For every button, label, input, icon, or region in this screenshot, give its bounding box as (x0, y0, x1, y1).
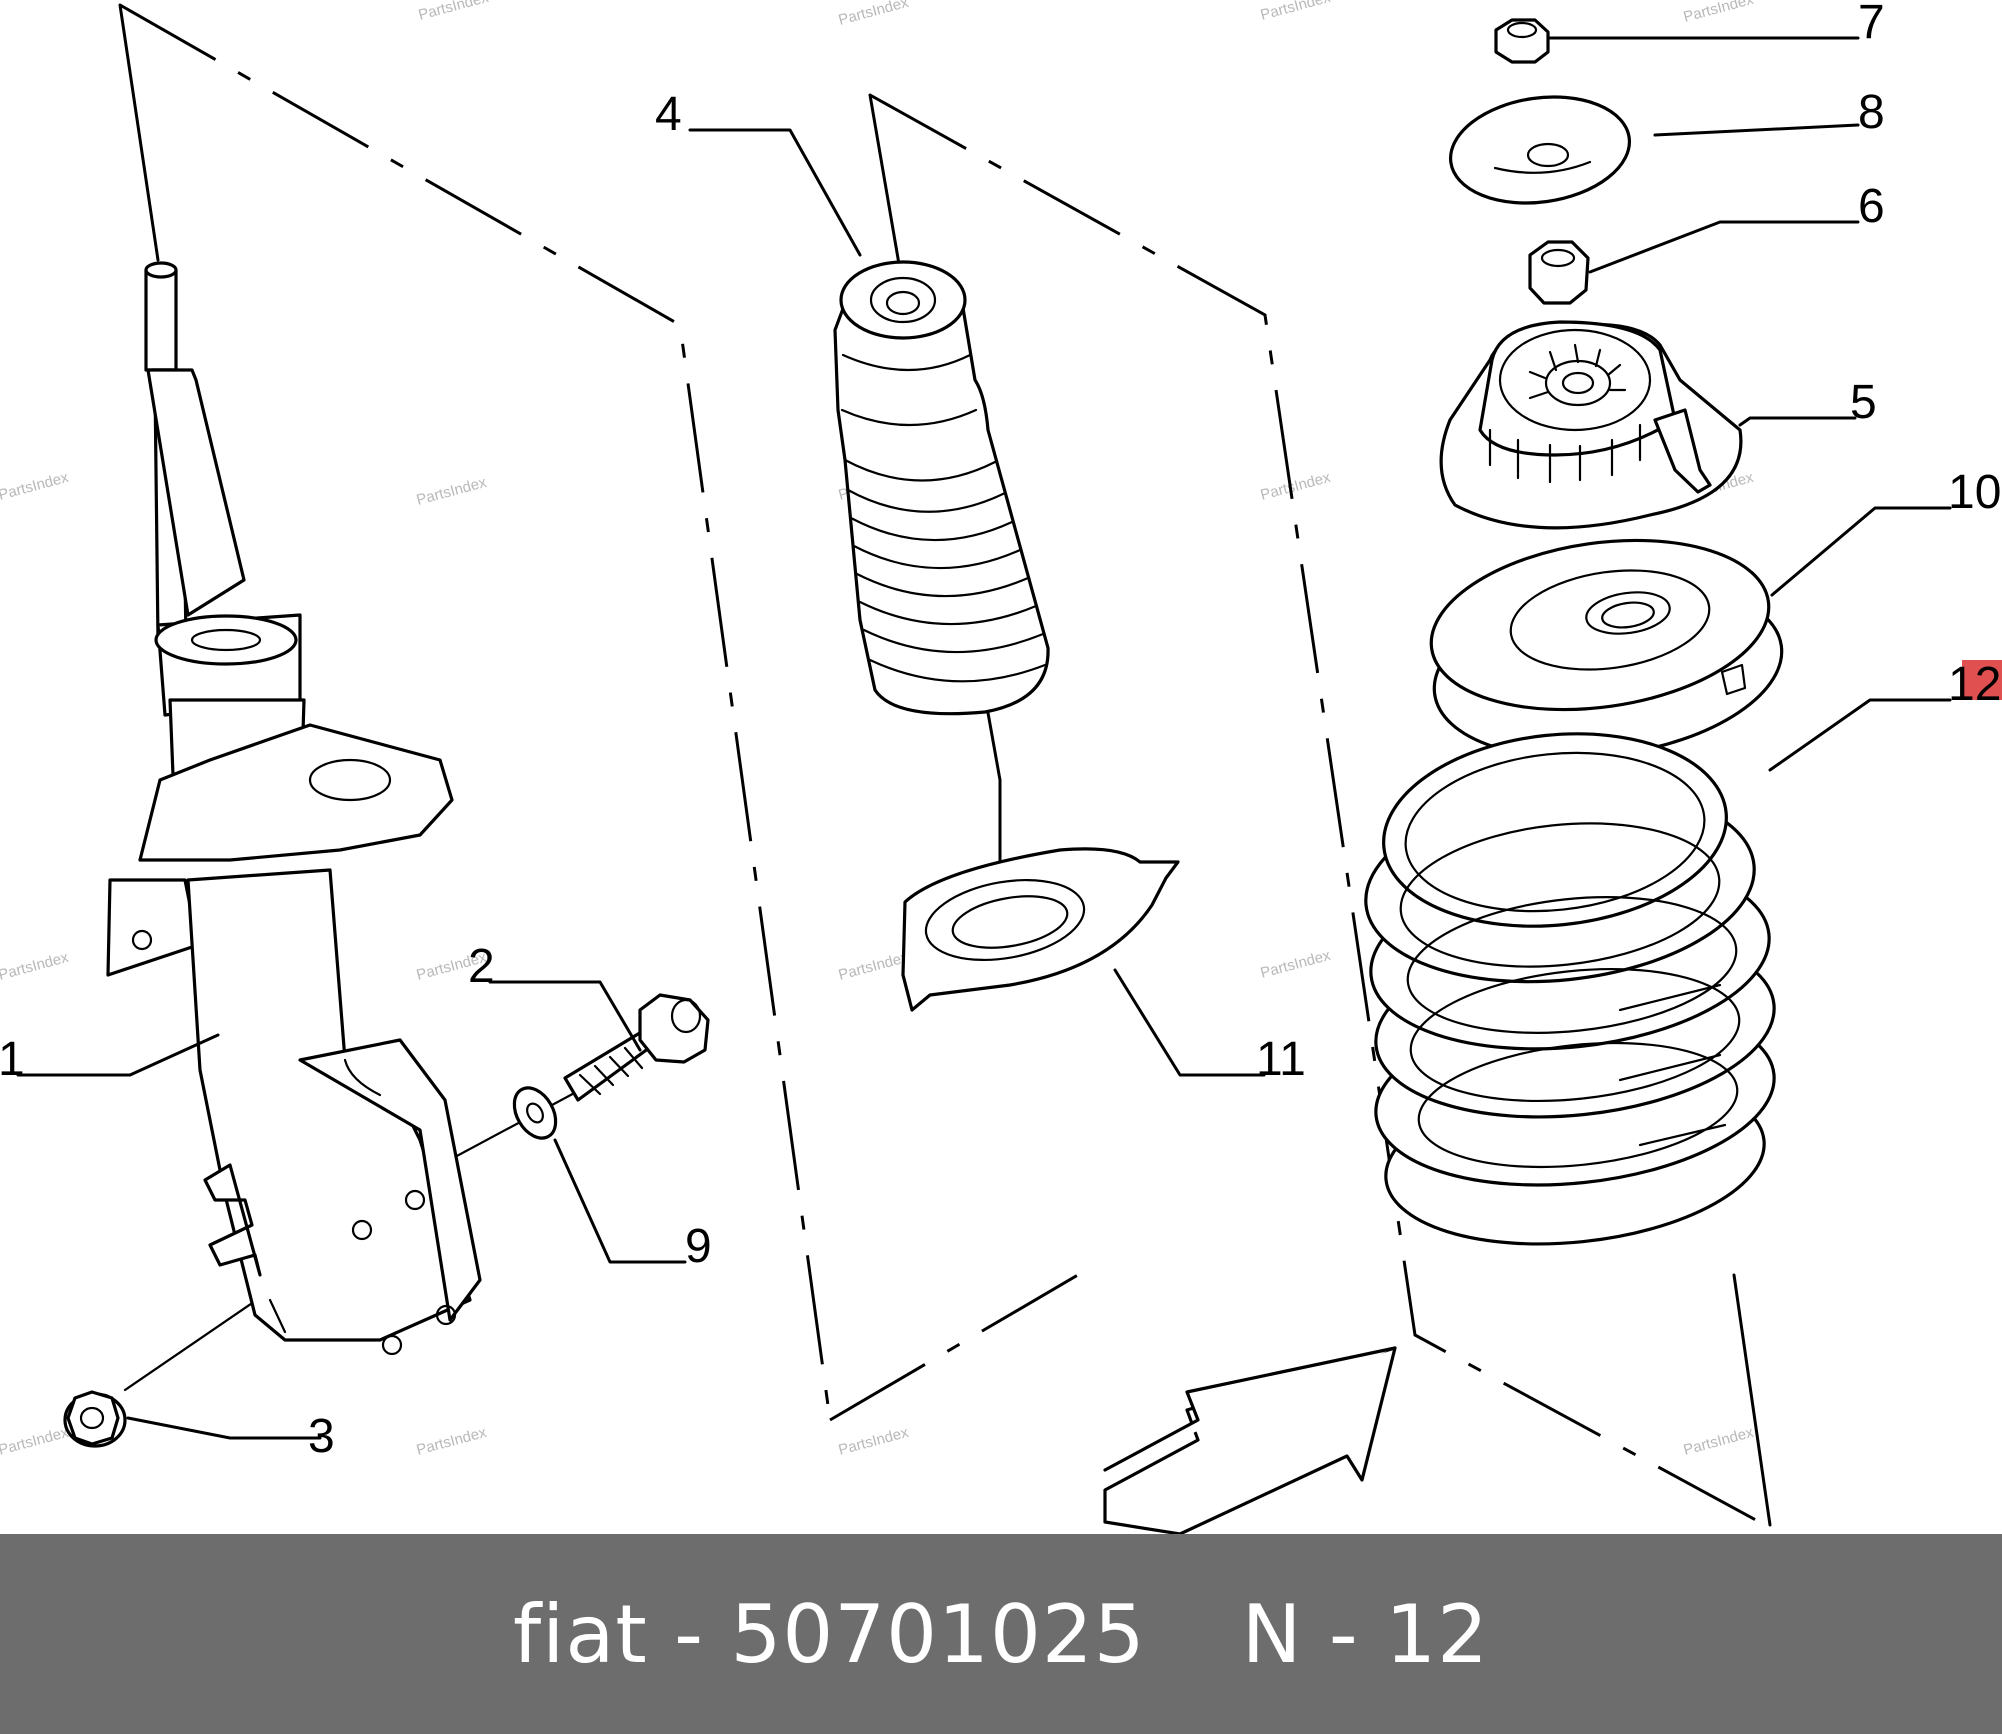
spring-upper-seat (1429, 538, 1784, 760)
callout-4: 4 (655, 88, 682, 141)
strut-top-mount (1439, 320, 1743, 530)
watermark: PartsIndex (0, 949, 71, 984)
washer (512, 1086, 558, 1140)
assembly-direction-arrow-icon (1103, 1346, 1397, 1534)
callout-11: 11 (1256, 1033, 1306, 1086)
callout-2: 2 (468, 940, 495, 993)
watermark: PartsIndex (1682, 1424, 1756, 1459)
watermark: PartsIndex (415, 1424, 489, 1459)
top-nut (1494, 18, 1550, 64)
callout-12: 12 (1948, 658, 2001, 711)
callout-1: 1 (0, 1033, 25, 1086)
watermark: PartsIndex (1259, 0, 1333, 24)
shock-absorber-strut (106, 261, 482, 1356)
watermark: PartsIndex (1259, 947, 1333, 982)
exploded-parts-diagram: PartsIndex PartsIndex PartsIndex PartsIn… (0, 0, 2002, 1534)
callout-6: 6 (1858, 180, 1885, 233)
position-number-text: N - 12 (1241, 1587, 1490, 1681)
flange-nut-small (63, 1390, 127, 1448)
watermark: PartsIndex (0, 469, 71, 504)
part-number-footer: fiat - 50701025 N - 12 (0, 1534, 2002, 1734)
part-number-text: fiat - 50701025 (512, 1587, 1146, 1681)
watermark: PartsIndex (1259, 469, 1333, 504)
callout-labels: 4 1 2 3 5 7 8 6 9 10 11 12 (0, 0, 2002, 1463)
watermark: PartsIndex (837, 949, 911, 984)
bolt (563, 993, 710, 1102)
bump-stop-boot (833, 260, 1050, 716)
callout-leader-lines (16, 36, 1952, 1440)
callout-8: 8 (1858, 86, 1885, 139)
top-plate (1448, 95, 1632, 205)
callout-12-highlight (1962, 660, 2002, 700)
coil-spring[interactable] (1356, 718, 1783, 1262)
watermark: PartsIndex (417, 0, 491, 24)
callout-9: 9 (685, 1220, 712, 1273)
watermark: PartsIndex (415, 474, 489, 509)
watermark: PartsIndex (837, 1424, 911, 1459)
watermark: PartsIndex (0, 1424, 71, 1459)
callout-5: 5 (1850, 376, 1877, 429)
callout-7: 7 (1858, 0, 1885, 49)
callout-3: 3 (308, 1410, 335, 1463)
strut-mount-nut (1528, 240, 1590, 305)
callout-10: 10 (1948, 466, 2001, 519)
lower-spring-seat (901, 847, 1180, 1012)
watermark: PartsIndex (1682, 0, 1756, 26)
watermark: PartsIndex (837, 0, 911, 29)
